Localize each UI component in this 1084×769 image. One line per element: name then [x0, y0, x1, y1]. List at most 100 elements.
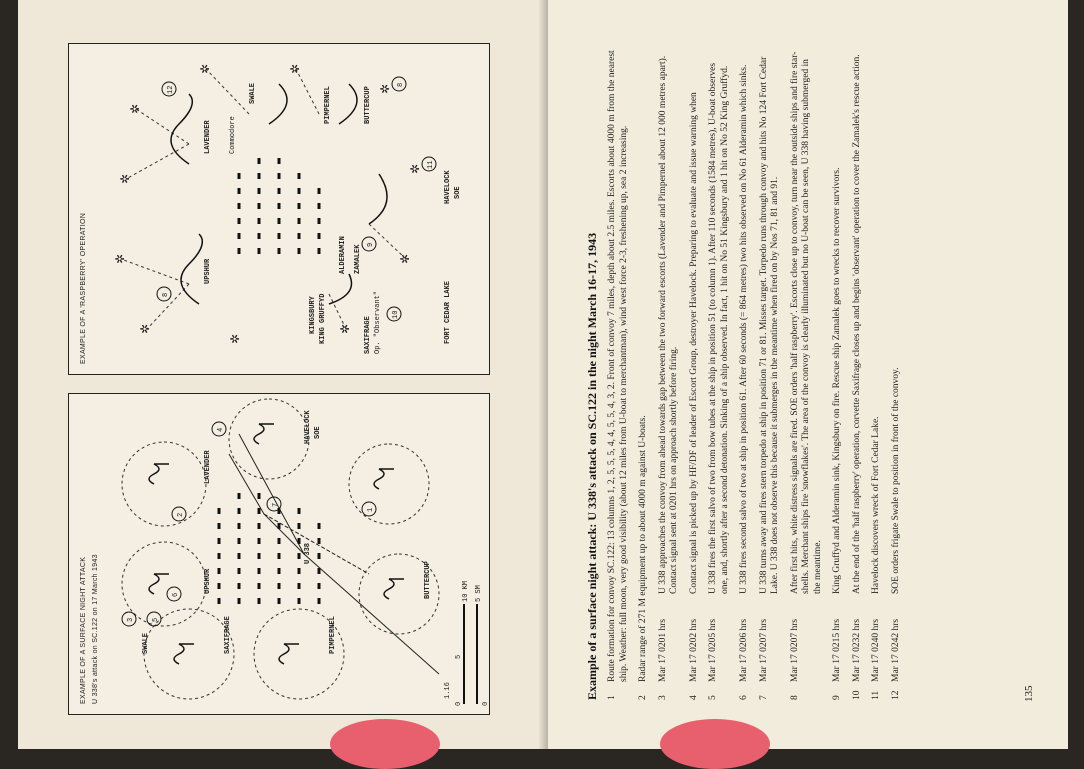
entry-text: SOE orders frigate Swale to position in …: [890, 366, 901, 594]
entry-number: 5: [708, 694, 718, 700]
label-pimpernel: PIMPERNEL: [329, 616, 337, 654]
label2-commodore: Commodore: [229, 116, 237, 154]
entry-text: Route formation for convoy SC.122: 13 co…: [607, 49, 629, 682]
label2-lavender: LAVENDER: [204, 119, 212, 153]
entry-time: Mar 17 0207 hrs: [789, 618, 800, 682]
label2-alderamin: ALDERAMIN: [339, 236, 347, 274]
entry-row: 6 Mar 17 0206 hrs U 338 fires second salvo…: [739, 50, 751, 700]
thumb-left: [330, 719, 440, 769]
label-havelock: HAVELOCK: [304, 409, 312, 443]
scale-km: 10 KM: [462, 580, 470, 601]
convoy-ships-2: [237, 157, 321, 254]
marker2-8a: 8: [162, 292, 170, 296]
entry-text: Radar range of 271 M equipment up to abo…: [638, 414, 648, 682]
entry-time: Mar 17 0207 hrs: [758, 618, 769, 682]
marker-7: 7: [272, 502, 280, 506]
entry-time: Mar 17 0205 hrs: [708, 618, 718, 682]
escort-tracks-2: [170, 82, 388, 305]
scale-bar: 0 5 10 KM 0 5 SM: [455, 580, 489, 705]
label2-zamalek: ZAMALEK: [354, 243, 362, 273]
thumb-right: [660, 719, 770, 769]
entry-time: Mar 17 0242 hrs: [890, 618, 901, 682]
svg-text:✲: ✲: [113, 253, 127, 263]
torpedo-track: [238, 433, 305, 554]
marker-4: 4: [217, 427, 225, 431]
entry-time: Mar 17 0240 hrs: [871, 618, 881, 682]
label2-observant: Op. "Observant": [374, 290, 382, 353]
escort-zones: [121, 398, 440, 699]
entry-row: 9 Mar 17 0215 hrs King Gruffyd and Alderam…: [832, 50, 844, 700]
entry-number: 9: [832, 694, 842, 700]
svg-text:✲: ✲: [338, 323, 352, 333]
map1-title: EXAMPLE OF A SURFACE NIGHT ATTACK: [80, 556, 87, 703]
label-swale: SWALE: [142, 632, 150, 653]
entry-row: 7 Mar 17 0207 hrs U 338 turns away and fir…: [758, 50, 782, 700]
marker2-9: 9: [367, 242, 375, 246]
svg-text:✲: ✲: [118, 173, 132, 183]
entry-number: 8: [789, 694, 800, 700]
escort-tracks: [148, 422, 404, 665]
label-saxifrage: SAXIFRAGE: [224, 616, 232, 654]
entry-row: 11 Mar 17 0240 hrs Havelock discovers wrec…: [871, 50, 883, 700]
label2-swale: SWALE: [249, 82, 257, 103]
text-rotated: Example of a surface night attack: U 338…: [573, 30, 1043, 720]
svg-text:✲: ✲: [288, 63, 302, 73]
event-markers-2: 8 9 10 11 12 8: [156, 76, 437, 321]
entry-number: 11: [871, 690, 881, 700]
marker-1: 1: [367, 507, 375, 511]
marker2-11: 11: [427, 160, 435, 168]
entry-number: 7: [758, 694, 769, 700]
entry-number: 12: [890, 690, 901, 700]
entry-number: 10: [851, 690, 862, 700]
u338-track: [228, 453, 440, 674]
entry-text: King Gruffyd and Alderamin sink, Kingsbu…: [832, 167, 842, 594]
label-course: 1.16: [444, 682, 452, 699]
map-surface-night-attack: EXAMPLE OF A SURFACE NIGHT ATTACK U 338'…: [68, 392, 490, 715]
scale-sm: 5 SM: [475, 585, 483, 602]
entry-text: Havelock discovers wreck of Fort Cedar L…: [871, 415, 881, 594]
entry-number: 6: [739, 694, 749, 700]
label2-king-gruffyd: KING GRUFFYD: [319, 293, 327, 343]
svg-text:✲: ✲: [378, 83, 392, 93]
marker2-12: 12: [167, 85, 175, 93]
label-buttercup: BUTTERCUP: [424, 561, 432, 599]
map2-title: EXAMPLE OF A 'RASPBERRY' OPERATION: [80, 212, 87, 363]
marker2-8b: 8: [397, 82, 405, 86]
label2-soe: SOE: [454, 186, 462, 199]
star-shells: ✲✲✲✲✲ ✲✲✲✲✲✲: [113, 63, 422, 343]
entry-row: 2 Radar range of 271 M equipment up to ab…: [638, 50, 650, 700]
entry-row: 4 Mar 17 0202 hrs Contact signal is picked…: [689, 50, 701, 700]
marker-2: 2: [177, 512, 185, 516]
scale-5a: 5: [455, 654, 463, 658]
entry-text: U 338 approaches the convoy from ahead t…: [657, 55, 680, 594]
svg-text:✲: ✲: [398, 253, 412, 263]
entry-number: 4: [688, 694, 699, 700]
svg-text:✲: ✲: [198, 63, 212, 73]
marker2-10: 10: [392, 310, 400, 318]
entry-time: Mar 17 0215 hrs: [832, 618, 842, 682]
svg-text:✲: ✲: [128, 103, 142, 113]
entry-time: Mar 17 0202 hrs: [688, 618, 699, 682]
entry-time: Mar 17 0206 hrs: [739, 618, 749, 682]
maps-rotated: EXAMPLE OF A SURFACE NIGHT ATTACK U 338'…: [68, 35, 498, 715]
entry-time: Mar 17 0201 hrs: [657, 618, 668, 682]
scale-0a: 0: [455, 701, 463, 705]
torpedo-track-2: [263, 513, 370, 574]
page-number: 135: [1023, 685, 1035, 702]
entry-text: Contact signal is picked up by HF/DF of …: [688, 91, 699, 594]
map-raspberry-operation: EXAMPLE OF A 'RASPBERRY' OPERATION ✲ ✲ ✲ ✲ ✲…: [68, 42, 490, 375]
label2-fort-cedar-lake: FORT CEDAR LAKE: [444, 280, 452, 343]
right-page: Example of a surface night attack: U 338…: [548, 0, 1068, 749]
entry-text: U 338 fires second salvo of two at ship …: [739, 64, 749, 594]
svg-text:✲: ✲: [138, 323, 152, 333]
entry-number: 2: [638, 694, 648, 700]
event-markers: 1 2 3 4 5 6 7: [121, 421, 377, 626]
entry-text: U 338 turns away and fires stern torpedo…: [758, 56, 781, 594]
page-heading: Example of a surface night attack: U 338…: [585, 232, 599, 700]
map1-subtitle: U 338's attack on SC.122 on 17 March 194…: [92, 554, 99, 704]
